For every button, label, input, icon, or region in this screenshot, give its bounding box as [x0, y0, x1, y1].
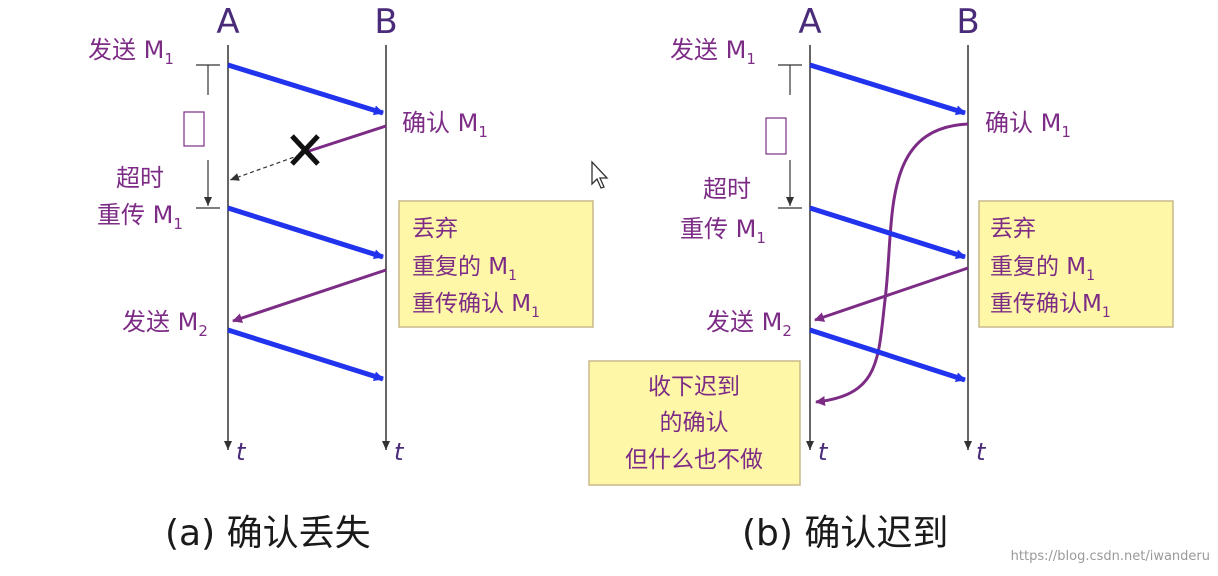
discard-note-box — [978, 200, 1174, 328]
late-ack-note-box — [588, 360, 801, 486]
ack-m1-label: 确认 M1 — [402, 109, 488, 141]
discard-note-line2: 重复的 M1 — [412, 254, 517, 284]
time-label-b: t — [976, 438, 987, 466]
caption-a: (a) 确认丢失 — [165, 513, 371, 554]
host-a-label: A — [798, 2, 821, 42]
send-m1-label: 发送 M1 — [670, 36, 756, 68]
mouse-cursor-icon — [591, 160, 609, 189]
m1-message-arrow — [227, 62, 384, 116]
timer-icon — [183, 111, 205, 147]
resend-m1-label: 重传 M1 — [680, 215, 766, 247]
m1-resend-arrow — [227, 205, 384, 260]
timeout-label: 超时 — [116, 164, 164, 192]
discard-note-box — [398, 200, 594, 328]
ack-m1-lost-arrow — [305, 124, 387, 154]
ack-m1-resend-arrow — [814, 266, 969, 322]
time-label-a: t — [818, 438, 829, 466]
lost-mark-icon — [290, 134, 320, 166]
discard-note-line1: 丢弃 — [990, 216, 1036, 242]
host-b-label: B — [374, 2, 397, 42]
ack-m1-label: 确认 M1 — [985, 109, 1071, 141]
send-m1-label: 发送 M1 — [88, 36, 174, 68]
caption-b: (b) 确认迟到 — [742, 513, 948, 554]
late-ack-note-line3: 但什么也不做 — [625, 447, 763, 473]
panel-a: A B t t 发送 M1 超时 重传 M1 确认 M1 丢弃 — [88, 2, 594, 554]
resend-m1-label: 重传 M1 — [97, 201, 183, 233]
ack-m1-resend-arrow — [232, 268, 387, 323]
panel-b: A B t t 发送 M1 超时 重传 M1 确认 M1 丢弃 重复的 M1 重… — [588, 2, 1174, 554]
m1-resend-arrow — [809, 205, 966, 260]
host-a-label: A — [216, 2, 239, 42]
watermark: https://blog.csdn.net/iwanderu — [1011, 549, 1210, 564]
timeout-label: 超时 — [703, 175, 751, 203]
send-m2-label: 发送 M2 — [706, 308, 792, 340]
discard-note-line1: 丢弃 — [412, 216, 458, 242]
m1-message-arrow — [809, 62, 966, 116]
discard-note-line3: 重传确认 M1 — [412, 291, 540, 321]
host-b-label: B — [956, 2, 979, 42]
timer-icon — [765, 117, 787, 155]
m2-message-arrow — [809, 327, 966, 383]
late-ack-note-line1: 收下迟到 — [648, 374, 740, 400]
late-ack-note-line2: 的确认 — [660, 410, 729, 436]
time-label-a: t — [236, 438, 247, 466]
m2-message-arrow — [227, 327, 384, 382]
send-m2-label: 发送 M2 — [122, 308, 208, 340]
discard-note-line3: 重传确认M1 — [990, 291, 1111, 321]
time-label-b: t — [394, 438, 405, 466]
ack-m1-delayed-arrow — [815, 122, 969, 406]
ack-lost-dashed-path — [229, 154, 301, 181]
discard-note-line2: 重复的 M1 — [990, 254, 1095, 284]
